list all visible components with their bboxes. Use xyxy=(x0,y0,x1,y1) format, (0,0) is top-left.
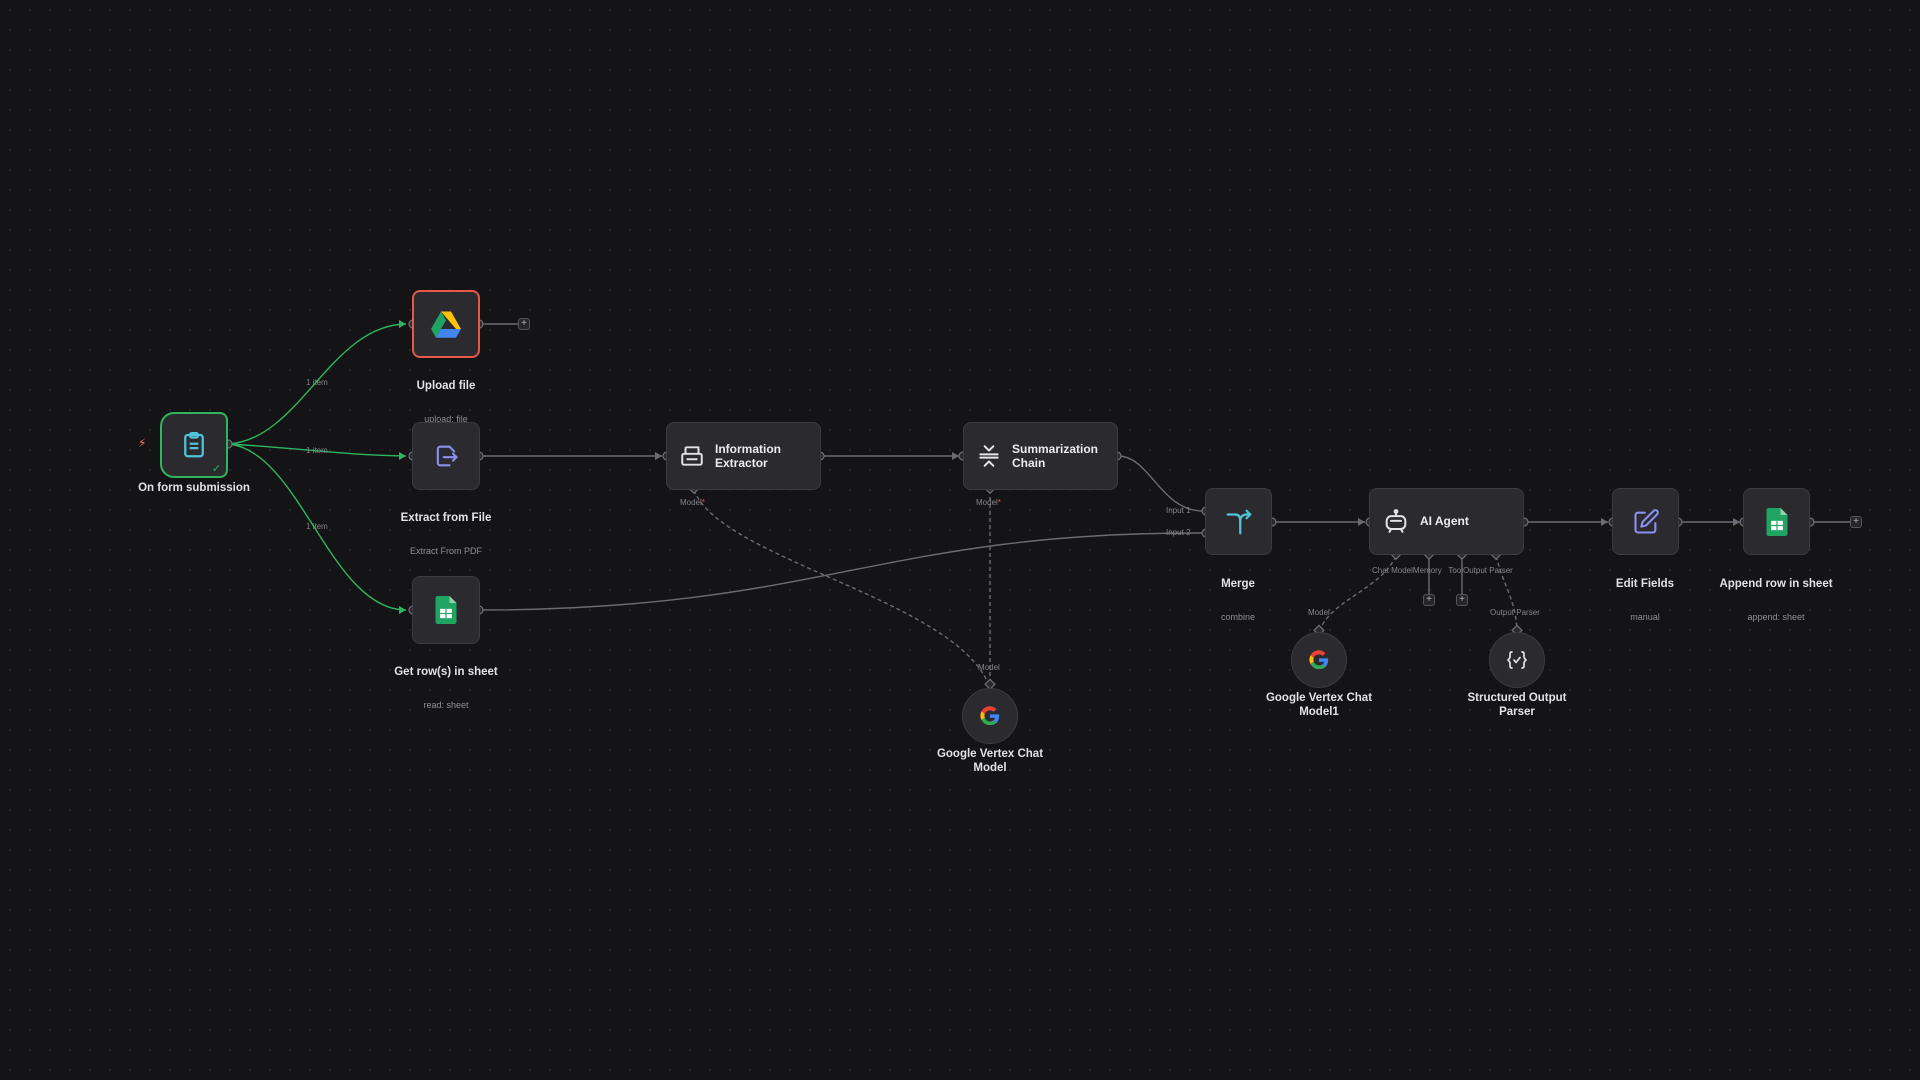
node-label: Edit Fields manual xyxy=(1615,578,1675,622)
node-get-rows-in-sheet[interactable] xyxy=(412,576,480,644)
google-drive-icon xyxy=(431,311,461,338)
trigger-bolt-icon: ⚡ xyxy=(138,436,147,450)
arrow-append xyxy=(1733,518,1740,526)
google-sheets-icon xyxy=(435,596,457,624)
node-title: Summarization Chain xyxy=(1012,441,1099,470)
node-label: Structured Output Parser xyxy=(1467,692,1567,718)
node-on-form-submission[interactable]: ✓ xyxy=(160,412,228,478)
compress-icon xyxy=(979,445,999,467)
node-label: Upload file upload: file xyxy=(416,380,476,424)
add-node-button[interactable]: + xyxy=(1850,516,1862,528)
edge-trigger-upload xyxy=(227,323,407,445)
node-structured-output-parser[interactable] xyxy=(1489,632,1545,688)
port-label-input1: Input 1 xyxy=(1166,506,1191,515)
node-title: Information Extractor xyxy=(715,441,781,470)
add-tool-button[interactable]: + xyxy=(1456,594,1468,606)
arrow-extract xyxy=(399,452,406,460)
arrow-getrows xyxy=(399,606,406,614)
clipboard-icon xyxy=(184,432,204,458)
edge-trigger-getrows xyxy=(227,443,407,611)
google-sheets-icon xyxy=(1766,507,1787,536)
braces-check-icon xyxy=(1507,651,1527,669)
google-icon xyxy=(1309,650,1329,670)
edge-label: 1 item xyxy=(306,522,328,531)
edge-label: 1 item xyxy=(306,446,328,455)
port-label-input2: Input 2 xyxy=(1166,528,1191,537)
port-label-agent-inputs: Chat ModelMemory ToolOutput Parser xyxy=(1372,566,1513,575)
node-label: On form submission xyxy=(138,482,250,494)
node-append-row-in-sheet[interactable] xyxy=(1743,488,1810,555)
port-label-output-parser: Output Parser xyxy=(1490,608,1540,617)
add-memory-button[interactable]: + xyxy=(1423,594,1435,606)
node-edit-fields[interactable] xyxy=(1612,488,1679,555)
port-label-model: Model xyxy=(978,663,1000,672)
node-google-vertex-chat-model[interactable] xyxy=(962,688,1018,744)
edge-sum-merge xyxy=(1117,455,1203,512)
node-ai-agent[interactable]: AI Agent xyxy=(1369,488,1524,555)
node-label: Extract from File Extract From PDF xyxy=(400,512,492,556)
edge-getrows-merge xyxy=(477,532,1203,611)
node-label: Google Vertex Chat Model xyxy=(936,748,1044,774)
merge-icon xyxy=(1226,509,1251,534)
pencil-square-icon xyxy=(1633,508,1659,534)
node-summarization-chain[interactable]: Summarization Chain xyxy=(963,422,1118,490)
node-label: Get row(s) in sheet read: sheet xyxy=(394,666,498,710)
arrow-info xyxy=(655,452,662,460)
node-upload-file[interactable] xyxy=(412,290,480,358)
node-merge[interactable] xyxy=(1205,488,1272,555)
port-label-model: Model* xyxy=(976,498,1001,507)
arrow-agent xyxy=(1358,518,1365,526)
robot-icon xyxy=(1385,508,1407,533)
edge-info-model xyxy=(693,489,991,689)
edge-label: 1 item xyxy=(306,378,328,387)
node-label: Append row in sheet append: sheet xyxy=(1719,578,1833,622)
port-label-model: Model* xyxy=(680,498,705,507)
arrow-sum xyxy=(952,452,959,460)
extractor-icon xyxy=(681,446,703,466)
node-information-extractor[interactable]: Information Extractor xyxy=(666,422,821,490)
success-check-icon: ✓ xyxy=(211,463,221,475)
node-google-vertex-chat-model1[interactable] xyxy=(1291,632,1347,688)
edge-trigger-extract xyxy=(227,443,407,457)
port-diamond xyxy=(984,678,996,691)
arrow-edit xyxy=(1601,518,1608,526)
node-label: Merge combine xyxy=(1220,578,1256,622)
google-icon xyxy=(980,706,1000,726)
node-extract-from-file[interactable] xyxy=(412,422,480,490)
node-label: Google Vertex Chat Model1 xyxy=(1265,692,1373,718)
port-label-model: Model xyxy=(1308,608,1330,617)
file-export-icon xyxy=(436,445,458,467)
node-title: AI Agent xyxy=(1420,514,1469,529)
edge-agent-vertex1 xyxy=(1318,555,1397,633)
add-node-button[interactable]: + xyxy=(518,318,530,330)
arrow-upload xyxy=(399,320,406,328)
edge-agent-parser xyxy=(1495,555,1518,633)
